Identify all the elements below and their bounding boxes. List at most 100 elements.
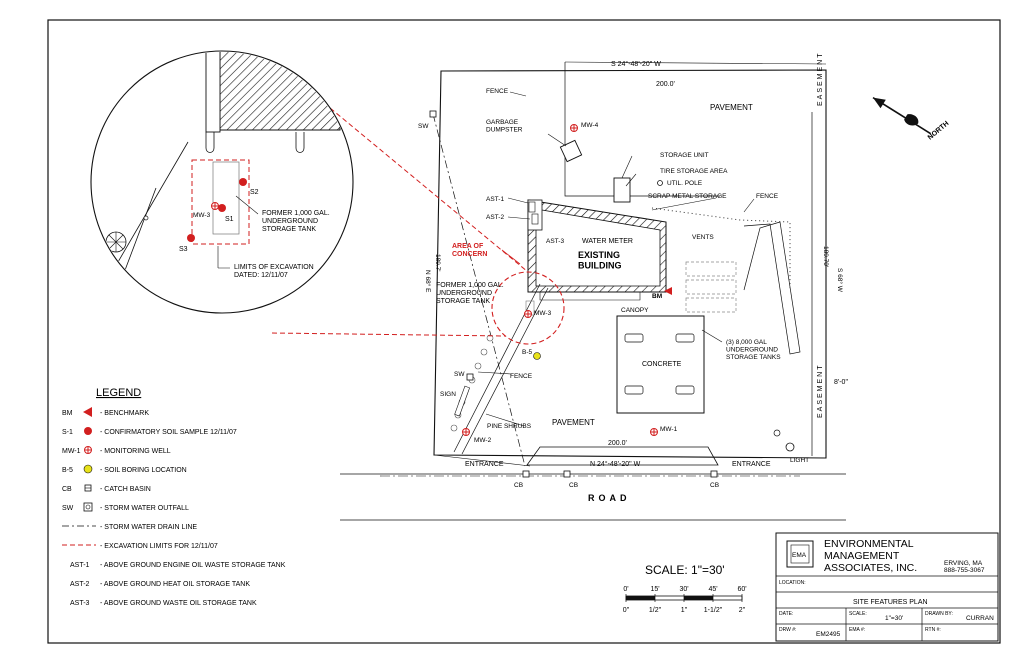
label-ast3: AST-3 bbox=[546, 238, 564, 245]
legend-desc: - ABOVE GROUND ENGINE OIL WASTE STORAGE … bbox=[100, 562, 286, 569]
legend-desc: - STORM WATER OUTFALL bbox=[100, 505, 189, 512]
legend-code: AST-2 bbox=[70, 581, 90, 588]
legend-item: CB - CATCH BASIN bbox=[62, 484, 151, 493]
label-bm: BM bbox=[652, 293, 662, 300]
date-label: DATE: bbox=[779, 611, 793, 617]
legend-code: S-1 bbox=[62, 429, 73, 436]
label-cb-2: CB bbox=[569, 482, 578, 489]
label-mw1: MW-1 bbox=[660, 426, 678, 433]
legend-desc: - CONFIRMATORY SOIL SAMPLE 12/11/07 bbox=[100, 429, 237, 436]
canopy bbox=[616, 315, 705, 414]
scale-feet-label: 15' bbox=[650, 586, 659, 593]
inset-label-s2: S2 bbox=[250, 189, 259, 196]
legend-desc: - STORM WATER DRAIN LINE bbox=[100, 524, 197, 531]
label-b5: B-5 bbox=[522, 349, 533, 356]
label-cb-3: CB bbox=[710, 482, 719, 489]
legend-desc: - BENCHMARK bbox=[100, 410, 149, 417]
inset-callout-line-1 bbox=[317, 97, 529, 273]
legend-code: BM bbox=[62, 410, 73, 417]
label-sw-top: SW bbox=[418, 123, 429, 130]
scale-inch-label: 0" bbox=[623, 607, 630, 614]
scale-value: 1"=30' bbox=[885, 615, 903, 622]
label-scrap-metal: SCRAP METAL STORAGE bbox=[648, 193, 727, 200]
scale-inch-label: 1" bbox=[681, 607, 688, 614]
util-pole-marker bbox=[657, 180, 663, 186]
company-phone: 888-755-3067 bbox=[944, 567, 985, 574]
legend-desc: - EXCAVATION LIMITS FOR 12/11/07 bbox=[100, 543, 218, 550]
dist-top: 200.0' bbox=[656, 81, 675, 88]
legend-symbol-storm-outfall bbox=[83, 502, 93, 512]
inset-excavation-limits bbox=[191, 159, 250, 245]
scale-feet-label: 60' bbox=[737, 586, 746, 593]
legend-code: AST-3 bbox=[70, 600, 90, 607]
scale-ticks: 0'15'30'45'60'0"1/2"1"1-1/2"2" bbox=[623, 586, 747, 614]
dist-left: 189.7' bbox=[434, 254, 441, 272]
label-sign: SIGN bbox=[440, 391, 456, 398]
label-storage-unit: STORAGE UNIT bbox=[660, 152, 709, 159]
mw-4-marker bbox=[570, 124, 578, 132]
scale-feet-label: 45' bbox=[708, 586, 717, 593]
label-entrance-left: ENTRANCE bbox=[465, 461, 504, 468]
label-pavement-bottom: PAVEMENT bbox=[552, 418, 595, 427]
scale-label: SCALE: bbox=[849, 611, 867, 617]
inset-label-mw3: MW-3 bbox=[193, 212, 211, 219]
excavation-detail-inset: S2 S1 S3 MW-3 FORMER 1,000 GAL.UNDERGROU… bbox=[90, 50, 354, 314]
label-fence-top: FENCE bbox=[486, 88, 509, 95]
ast-1-tank bbox=[528, 201, 536, 213]
label-canopy: CANOPY bbox=[621, 307, 649, 314]
company-logo: EMA bbox=[792, 552, 807, 559]
drawn-by-label: DRAWN BY: bbox=[925, 611, 953, 617]
label-ast1: AST-1 bbox=[486, 196, 504, 203]
storm-drain-line bbox=[432, 113, 526, 467]
underground-tanks bbox=[685, 261, 737, 313]
inset-s1-dot bbox=[218, 204, 226, 212]
fence-top-line bbox=[564, 62, 720, 197]
cb-marker-1 bbox=[522, 470, 530, 478]
road-label: ROAD bbox=[588, 493, 631, 503]
sheet-border bbox=[47, 19, 1001, 644]
legend-code: B-5 bbox=[62, 467, 73, 474]
label-fence-mid: FENCE bbox=[510, 373, 533, 380]
b-5-marker bbox=[533, 352, 541, 360]
north-label: NORTH bbox=[927, 120, 951, 141]
property-boundary bbox=[433, 69, 827, 459]
scale-title: SCALE: 1"=30' bbox=[645, 563, 725, 577]
scale-feet-label: 30' bbox=[679, 586, 688, 593]
mw-3-marker bbox=[524, 310, 532, 318]
scale-feet-label: 0' bbox=[623, 586, 628, 593]
inset-former-tank bbox=[212, 161, 240, 235]
easement-top: EASEMENT bbox=[817, 51, 824, 106]
north-arrow bbox=[872, 96, 932, 135]
drawn-by-value: CURRAN bbox=[966, 615, 994, 622]
dist-right: 189.70' bbox=[822, 246, 829, 267]
fuel-pumps bbox=[624, 333, 695, 395]
legend-symbol-benchmark-triangle bbox=[83, 407, 92, 417]
label-pine-shrubs: PINE SHRUBS bbox=[487, 423, 532, 430]
legend-symbol-soil-sample-dot bbox=[84, 427, 92, 435]
label-vents: VENTS bbox=[692, 234, 714, 241]
bm-marker bbox=[664, 287, 672, 295]
ema-label: EMA #: bbox=[849, 627, 865, 633]
legend-desc: - ABOVE GROUND HEAT OIL STORAGE TANK bbox=[100, 581, 250, 588]
legend-item: B-5- SOIL BORING LOCATION bbox=[62, 464, 187, 474]
fence-dotted-right bbox=[651, 207, 791, 290]
light-pole bbox=[785, 442, 795, 452]
legend-rows: BM - BENCHMARK S-1 - CONFIRMATORY SOIL SAMP… bbox=[62, 407, 286, 607]
label-mw4: MW-4 bbox=[581, 122, 599, 129]
cb-marker-3 bbox=[710, 470, 718, 478]
scale-inch-label: 2" bbox=[739, 607, 746, 614]
legend-item: - STORM WATER DRAIN LINE bbox=[62, 524, 197, 531]
legend-item: BM - BENCHMARK bbox=[62, 407, 149, 417]
scale-inch-label: 1-1/2" bbox=[704, 607, 723, 614]
legend-item: AST-2 - ABOVE GROUND HEAT OIL STORAGE TAN… bbox=[70, 581, 250, 588]
legend-code: MW-1 bbox=[62, 448, 81, 455]
label-light: LIGHT bbox=[790, 457, 809, 464]
site-plan: ROAD S 24°-48'-20" W 200.0' N 24°-48'-20… bbox=[271, 51, 951, 521]
